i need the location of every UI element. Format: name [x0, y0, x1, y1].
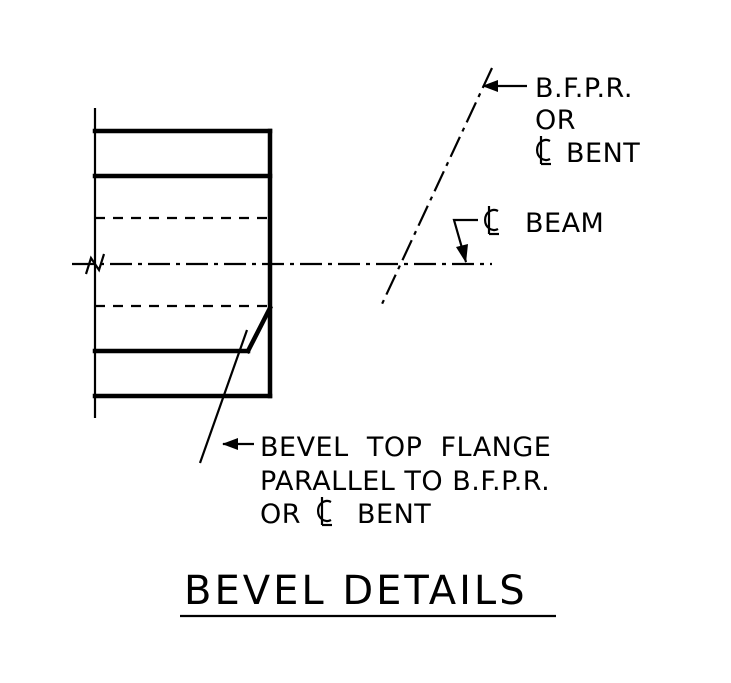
centerline-symbol-icon [483, 206, 499, 236]
drawing-title: BEVEL DETAILS [180, 568, 556, 618]
bfpr-label-line3: BENT [566, 138, 640, 169]
bevel-arrowhead [222, 438, 238, 450]
bevel-note-line2: PARALLEL TO B.F.P.R. [260, 466, 550, 497]
beam-leader [452, 218, 478, 263]
beam-label: BEAM [483, 206, 604, 239]
bevel-note-line1: BEVEL TOP FLANGE [260, 432, 551, 463]
bfpr-leader [482, 80, 527, 92]
bevel-pointer-line [198, 329, 249, 464]
bevel-note: BEVEL TOP FLANGE PARALLEL TO B.F.P.R. OR… [260, 432, 551, 530]
beam-centerline [72, 253, 492, 275]
drawing-title-text: BEVEL DETAILS [184, 568, 528, 614]
bfpr-label-line2: OR [535, 105, 576, 136]
bfpr-label: B.F.P.R. OR BENT [535, 73, 640, 169]
bent-centerline-line [381, 67, 493, 305]
beam-label-text: BEAM [525, 208, 604, 239]
centerline-symbol-icon [535, 136, 551, 166]
break-symbol [84, 253, 106, 275]
beam-elevation [92, 108, 274, 418]
bfpr-label-line1: B.F.P.R. [535, 73, 633, 104]
bevel-leader [198, 329, 254, 464]
beam-arrowhead [456, 244, 468, 263]
bfpr-arrowhead [482, 80, 498, 92]
flange-bevel-line [244, 304, 274, 355]
bevel-note-line3-suffix: BENT [357, 499, 431, 530]
bevel-note-line3-prefix: OR [260, 499, 301, 530]
centerline-symbol-icon [316, 497, 332, 527]
